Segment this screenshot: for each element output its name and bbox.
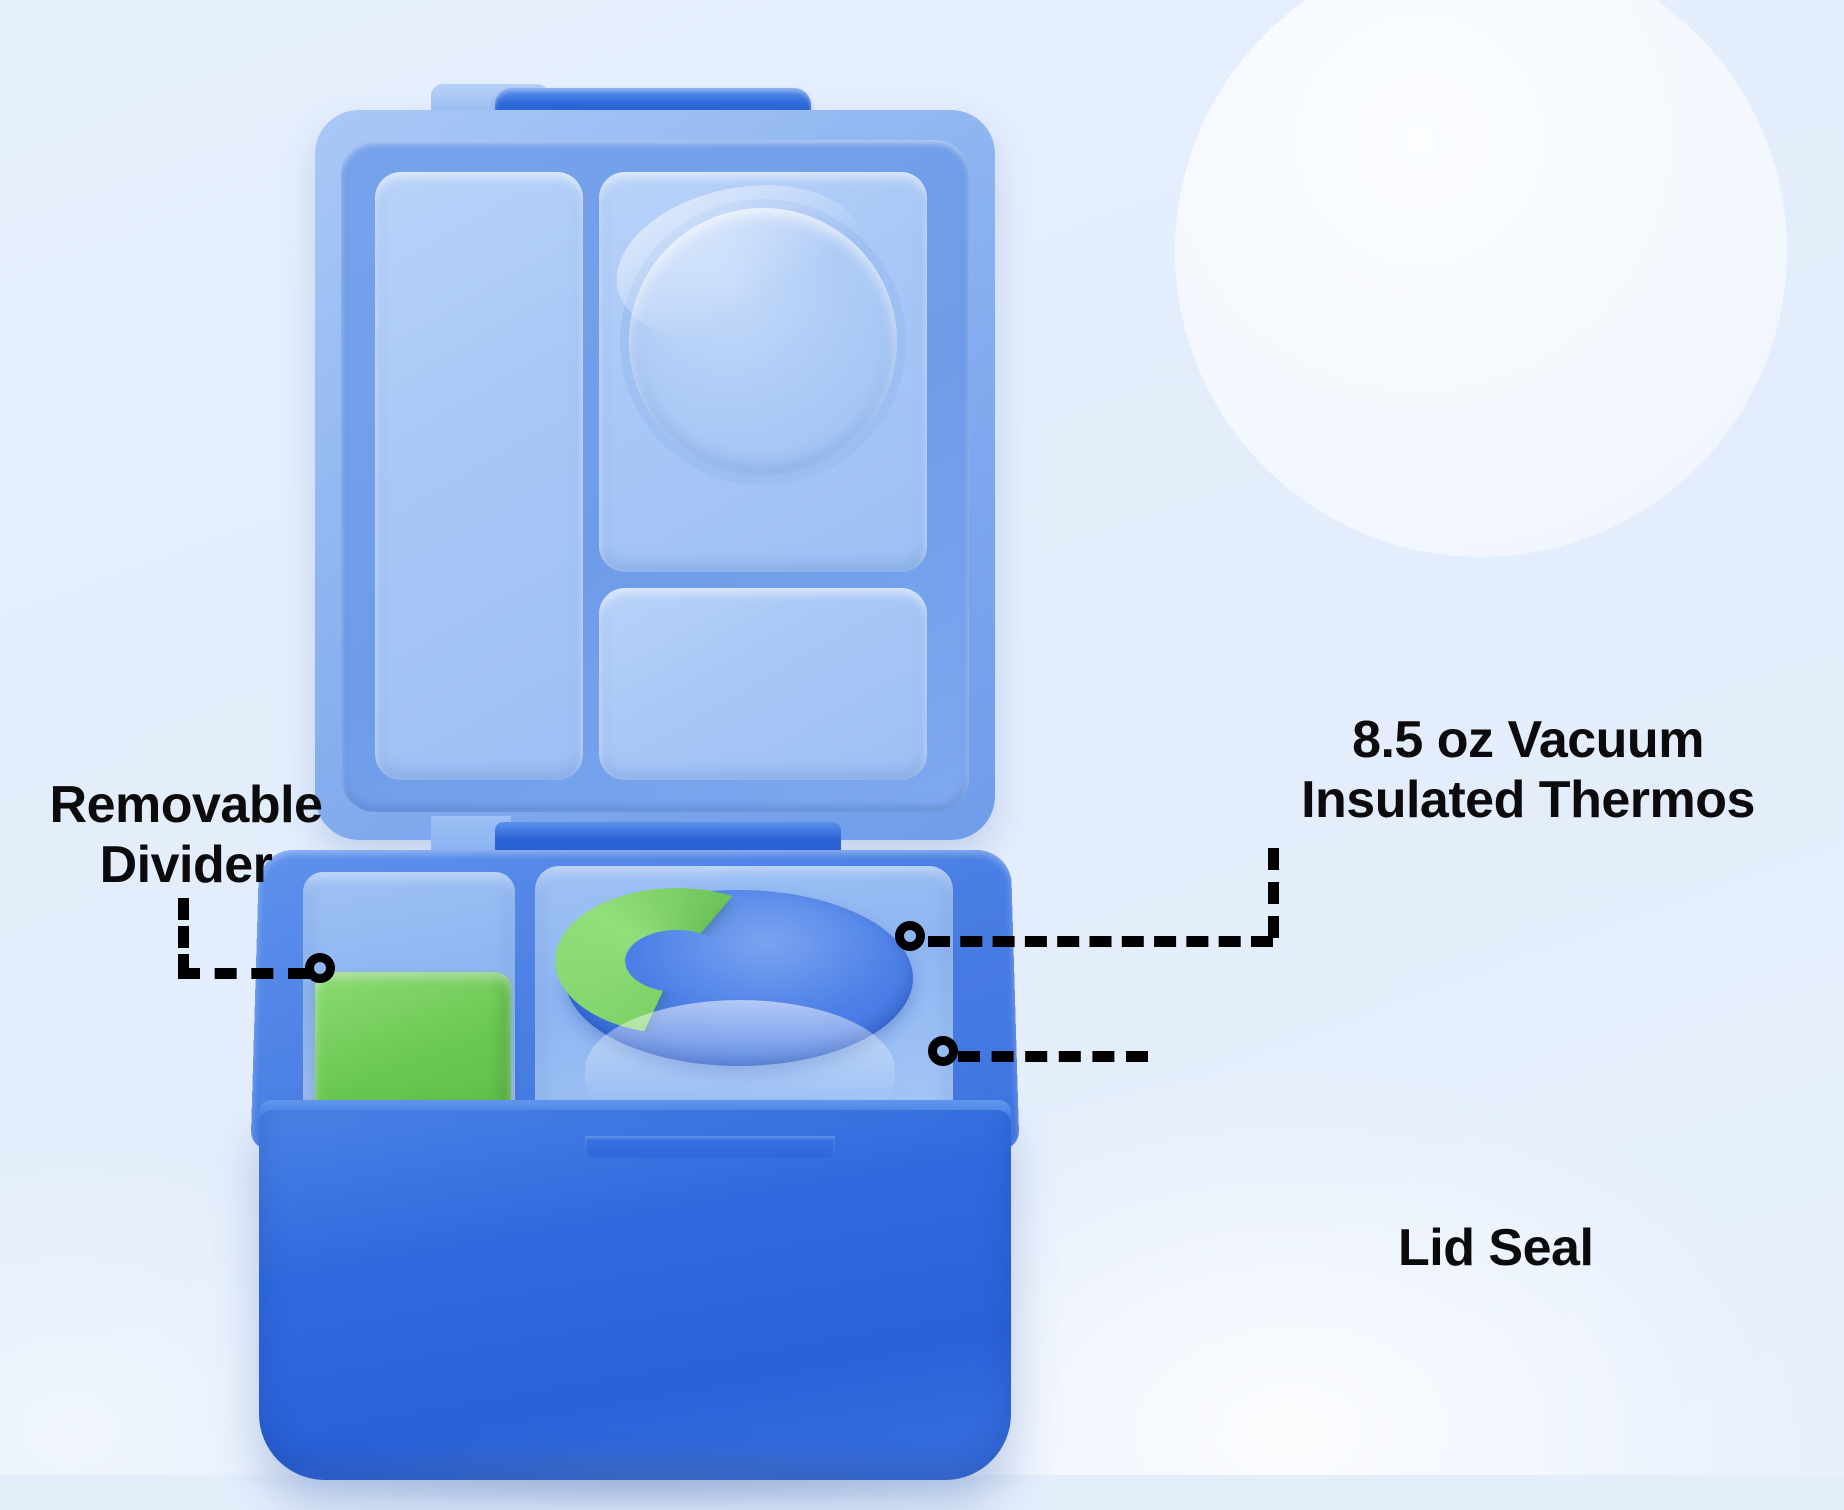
lunch-box [225,84,1055,1510]
callout-line-thermos-vertical [1268,848,1279,938]
callout-marker-vacuum-insulated-thermos [895,921,925,951]
callout-line-divider-horizontal [178,968,310,979]
thermos-detail-inset [1175,0,1787,557]
lid-compartment-left [375,172,583,780]
callout-line-divider-vertical [178,898,189,976]
lid-thermos-recess [629,208,897,476]
lid-shell [315,110,995,840]
callout-label-lid-seal: Lid Seal [1398,1219,1594,1277]
callout-label-vacuum-insulated-thermos: 8.5 oz Vacuum Insulated Thermos [1301,711,1755,830]
lid-compartment-bottom-right [599,588,927,780]
base-latch-notch [585,1136,835,1158]
drop-shadow [225,1440,1055,1510]
callout-line-thermos-horizontal [928,936,1273,947]
base-body [259,1110,1011,1480]
callout-marker-lid-seal [928,1036,958,1066]
thermos-cap-green-handle-in-base-icon [555,888,799,1034]
callout-line-lid-seal [958,1051,1148,1062]
callout-marker-removable-divider [305,953,335,983]
callout-label-removable-divider: Removable Divider [49,776,323,895]
